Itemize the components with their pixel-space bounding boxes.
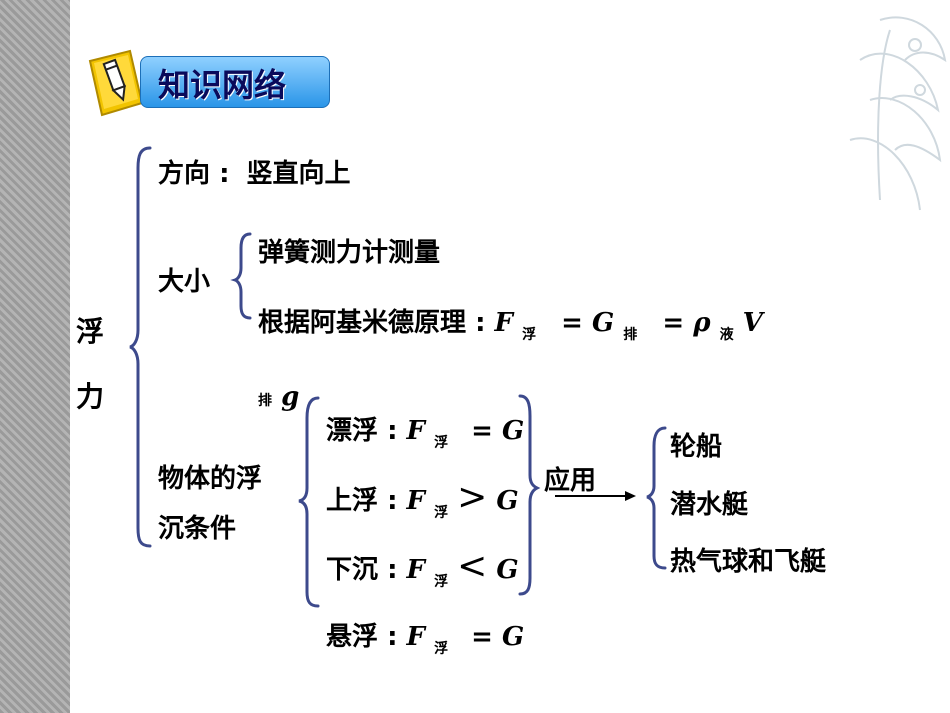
archimedes-text: 根据阿基米德原理 (258, 308, 467, 338)
condition-sep: : (387, 555, 398, 585)
relation-sign: = (471, 416, 493, 446)
application-brace (646, 426, 667, 570)
gravity-symbol: G (502, 622, 525, 652)
side-stripe (0, 0, 70, 713)
condition-name: 下沉 (326, 555, 379, 585)
direction-label: 方向 (158, 159, 211, 189)
main-brace (129, 146, 152, 548)
direction-row: 方向 : 竖直向上 (158, 153, 351, 190)
phoenix-watermark (849, 16, 947, 211)
conditions-label-line1: 物体的浮 (158, 464, 263, 494)
volume-subscript: 排 (258, 393, 272, 409)
force-subscript: 浮 (434, 435, 449, 451)
conditions-label-line2: 沉条件 (158, 514, 237, 544)
condition-row: 下沉 : F 浮 < G (326, 546, 519, 590)
force-symbol: F (406, 416, 426, 446)
relation-sign: < (457, 546, 488, 587)
force-subscript: 浮 (434, 641, 449, 657)
equals-2: = (662, 308, 685, 338)
force-symbol: F (494, 308, 514, 338)
volume-continuation: 排 g (258, 382, 299, 412)
gravity-subscript: 排 (623, 327, 638, 343)
condition-sep: : (387, 486, 398, 516)
gravity-symbol: G (496, 486, 519, 516)
direction-sep: : (219, 159, 230, 189)
force-subscript: 浮 (522, 327, 537, 343)
root-label-line2: 力 (76, 380, 105, 413)
relation-sign: = (471, 622, 493, 652)
size-label: 大小 (158, 267, 211, 297)
gravity-symbol: G (502, 416, 525, 446)
volume-symbol: V (742, 308, 763, 338)
condition-name: 上浮 (326, 486, 379, 516)
states-right-brace (518, 394, 541, 596)
application-item: 轮船 (670, 432, 723, 462)
page-title: 知识网络 (158, 66, 287, 104)
condition-name: 漂浮 (326, 416, 379, 446)
archimedes-sep: : (475, 308, 486, 338)
conditions-brace (298, 396, 320, 608)
application-item: 热气球和飞艇 (670, 547, 827, 577)
size-item-spring-scale: 弹簧测力计测量 (258, 238, 441, 268)
gravity-symbol: G (496, 555, 519, 585)
equals-1: = (561, 308, 583, 338)
direction-value: 竖直向上 (246, 159, 351, 189)
force-symbol: F (406, 622, 426, 652)
condition-row: 悬浮 : F 浮 = G (326, 616, 525, 657)
g-symbol: g (281, 382, 300, 412)
condition-sep: : (387, 416, 398, 446)
arrow-head-icon (625, 491, 636, 501)
size-brace (230, 232, 252, 320)
application-item: 潜水艇 (670, 490, 749, 520)
force-subscript: 浮 (434, 505, 449, 521)
title-background (140, 56, 330, 108)
relation-sign: > (457, 477, 488, 518)
archimedes-formula: 根据阿基米德原理 : F 浮 = G 排 = ρ 液 V (258, 302, 763, 343)
force-symbol: F (406, 555, 426, 585)
density-subscript: 液 (719, 327, 734, 343)
density-symbol: ρ (693, 308, 711, 338)
gravity-symbol: G (592, 308, 615, 338)
root-label-line1: 浮 (76, 315, 105, 348)
condition-row: 漂浮 : F 浮 = G (326, 410, 525, 451)
force-subscript: 浮 (434, 574, 449, 590)
condition-row: 上浮 : F 浮 > G (326, 477, 519, 521)
application-label: 应用 (544, 466, 597, 496)
force-symbol: F (406, 486, 426, 516)
condition-name: 悬浮 (326, 622, 379, 652)
pencil-icon (88, 49, 144, 117)
condition-sep: : (387, 622, 398, 652)
